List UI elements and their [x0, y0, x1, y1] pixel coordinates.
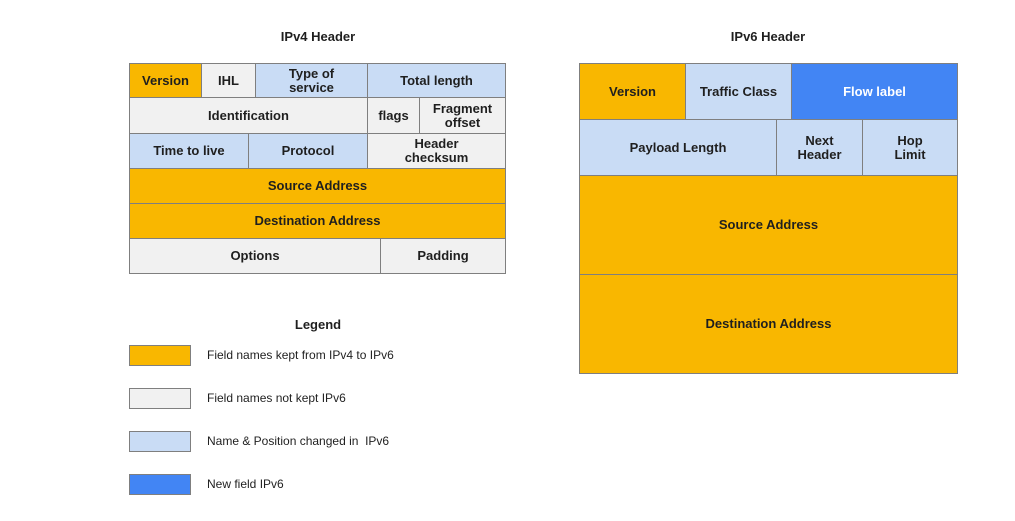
ipv4-fragment-offset-field: Fragment offset: [419, 97, 506, 134]
legend-label-kept: Field names kept from IPv4 to IPv6: [207, 348, 394, 362]
ipv4-title: IPv4 Header: [280, 29, 356, 44]
ipv4-options-field: Options: [129, 238, 381, 274]
ipv4-protocol-field: Protocol: [248, 133, 368, 169]
ipv6-destination-address-field: Destination Address: [579, 274, 958, 374]
ipv4-padding-field: Padding: [380, 238, 506, 274]
legend-label-not-kept: Field names not kept IPv6: [207, 391, 346, 405]
ipv4-identification-field: Identification: [129, 97, 368, 134]
legend-swatch-kept: [129, 345, 191, 366]
ipv4-time-to-live-field: Time to live: [129, 133, 249, 169]
ipv4-destination-address-field: Destination Address: [129, 203, 506, 239]
ipv4-source-address-field: Source Address: [129, 168, 506, 204]
ipv6-version-field: Version: [579, 63, 686, 120]
ipv6-traffic-class-field: Traffic Class: [685, 63, 792, 120]
ipv6-source-address-field: Source Address: [579, 175, 958, 275]
ipv4-flags-field: flags: [367, 97, 420, 134]
legend-label-new: New field IPv6: [207, 477, 284, 491]
legend-label-changed: Name & Position changed in IPv6: [207, 434, 390, 448]
ipv4-ihl-field: IHL: [201, 63, 256, 98]
ipv6-hop-limit-field: Hop Limit: [862, 119, 958, 176]
legend-swatch-not-kept: [129, 388, 191, 409]
ipv6-title: IPv6 Header: [730, 29, 806, 44]
ipv4-total-length-field: Total length: [367, 63, 506, 98]
ipv6-payload-length-field: Payload Length: [579, 119, 777, 176]
legend-swatch-new: [129, 474, 191, 495]
ipv4-version-field: Version: [129, 63, 202, 98]
ipv4-type-of-service-field: Type of service: [255, 63, 368, 98]
legend-swatch-changed: [129, 431, 191, 452]
ipv4-header-checksum-field: Header checksum: [367, 133, 506, 169]
ipv6-next-header-field: Next Header: [776, 119, 863, 176]
legend-title: Legend: [294, 317, 342, 332]
ipv6-flow-label-field: Flow label: [791, 63, 958, 120]
